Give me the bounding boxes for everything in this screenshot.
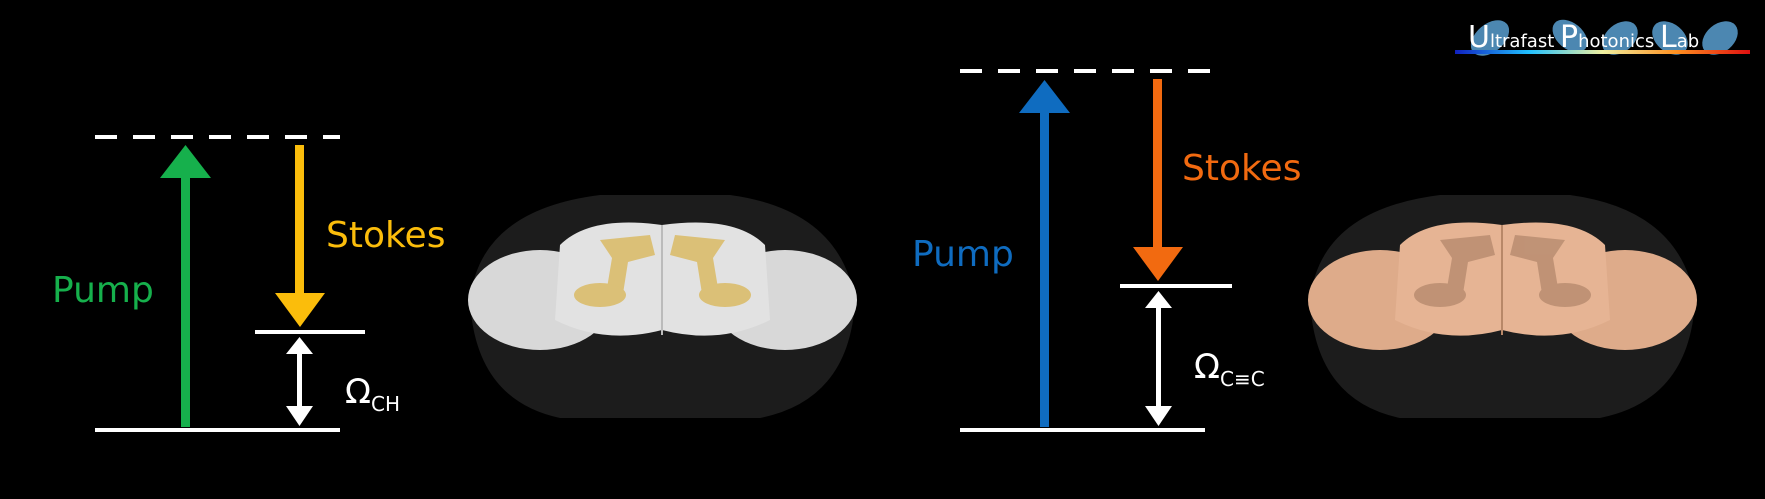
fly-brain-image-gray <box>468 195 857 418</box>
pump-arrow <box>160 145 211 427</box>
stokes-arrow <box>1133 79 1183 281</box>
svg-text:Ultrafast Photonics Lab: Ultrafast Photonics Lab <box>1468 20 1699 55</box>
stokes-label: Stokes <box>326 215 445 256</box>
pump-label: Pump <box>52 270 154 311</box>
right-energy-diagram: Pump Stokes ΩC≡C <box>912 69 1301 432</box>
pump-label: Pump <box>912 234 1014 275</box>
raman-shift-arrow <box>1145 291 1172 426</box>
omega-ch-label: ΩCH <box>345 372 400 416</box>
stokes-arrow <box>275 145 325 327</box>
raman-shift-arrow <box>286 337 313 426</box>
omega-cc-label: ΩC≡C <box>1194 347 1265 391</box>
lab-logo: Ultrafast Photonics Lab <box>1455 19 1750 56</box>
left-energy-diagram: Pump Stokes ΩCH <box>52 135 445 432</box>
fly-brain-image-peach <box>1308 195 1697 418</box>
stokes-label: Stokes <box>1182 148 1301 189</box>
pump-arrow <box>1019 80 1070 427</box>
